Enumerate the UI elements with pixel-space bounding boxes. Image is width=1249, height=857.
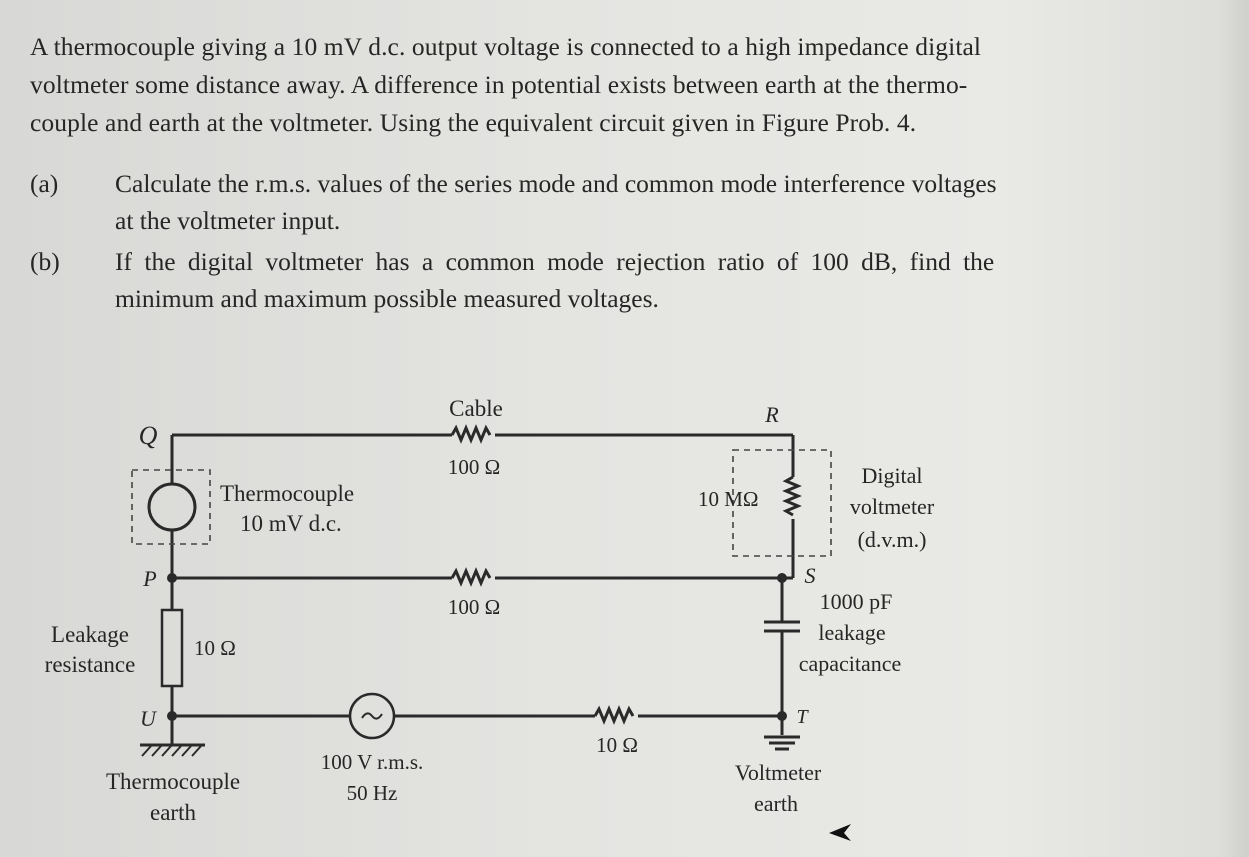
problem-line-3: couple and earth at the voltmeter. Using… — [30, 108, 917, 137]
thermocouple-label: Thermocouple — [220, 481, 354, 506]
leakage-value: 10 Ω — [194, 636, 236, 660]
dvm-label-2: voltmeter — [850, 494, 935, 519]
node-t-label: T — [796, 706, 809, 728]
cable-label: Cable — [449, 396, 503, 421]
node-t-dot — [777, 711, 787, 721]
node-s-label: S — [805, 563, 816, 588]
source-frequency: 50 Hz — [347, 781, 398, 805]
problem-statement: A thermocouple giving a 10 mV d.c. outpu… — [30, 28, 1170, 142]
problem-line-1: A thermocouple giving a 10 mV d.c. outpu… — [30, 32, 982, 61]
voltmeter-earth-label-1: Voltmeter — [735, 760, 822, 785]
cable-resistor-bottom — [450, 567, 492, 587]
cable-resistor-top — [450, 424, 492, 444]
earth-resistor — [593, 705, 635, 725]
photo-edge-shading — [1219, 0, 1249, 857]
thermocouple-voltage: 10 mV d.c. — [240, 511, 342, 536]
thermocouple-earth-label-1: Thermocouple — [106, 769, 240, 794]
dvm-resistor — [782, 475, 802, 517]
dvm-box — [732, 449, 832, 557]
question-b: (b) If the digital voltmeter has a commo… — [0, 244, 1200, 324]
thermocouple-earth-label-2: earth — [150, 800, 196, 825]
earth-resistance: 10 Ω — [596, 733, 638, 757]
mouse-cursor-icon — [829, 824, 851, 841]
dvm-label-3: (d.v.m.) — [858, 527, 927, 552]
question-a-line-1: Calculate the r.m.s. values of the serie… — [115, 169, 997, 198]
thermocouple-source — [147, 482, 197, 532]
node-p-label: P — [142, 566, 156, 591]
node-u-dot — [167, 711, 177, 721]
question-a-line-2: at the voltmeter input. — [115, 206, 341, 235]
node-s-dot — [777, 573, 787, 583]
leakage-label-2: resistance — [45, 652, 136, 677]
thermocouple-box — [131, 469, 211, 545]
capacitance-label-3: capacitance — [799, 651, 902, 676]
question-a: (a) Calculate the r.m.s. values of the s… — [0, 166, 1200, 246]
dvm-resistance: 10 MΩ — [698, 487, 759, 511]
question-b-label: (b) — [30, 247, 60, 276]
voltmeter-earth-label-2: earth — [754, 791, 798, 816]
node-q-label: Q — [139, 421, 158, 450]
dvm-label-1: Digital — [861, 463, 922, 488]
question-b-line-2: minimum and maximum possible measured vo… — [115, 284, 659, 313]
capacitance-label-1: 1000 pF — [820, 589, 893, 614]
question-b-line-1: If the digital voltmeter has a common mo… — [115, 247, 995, 276]
leakage-resistor — [160, 608, 184, 688]
cable-resistance-top: 100 Ω — [448, 455, 500, 479]
cable-resistance-bottom: 100 Ω — [448, 595, 500, 619]
node-p-dot — [167, 573, 177, 583]
leakage-label-1: Leakage — [51, 622, 129, 647]
node-u-label: U — [140, 706, 158, 731]
node-r-label: R — [764, 402, 779, 427]
problem-line-2: voltmeter some distance away. A differen… — [30, 70, 968, 99]
source-voltage: 100 V r.m.s. — [321, 750, 424, 774]
capacitance-label-2: leakage — [818, 620, 885, 645]
question-a-label: (a) — [30, 169, 59, 198]
